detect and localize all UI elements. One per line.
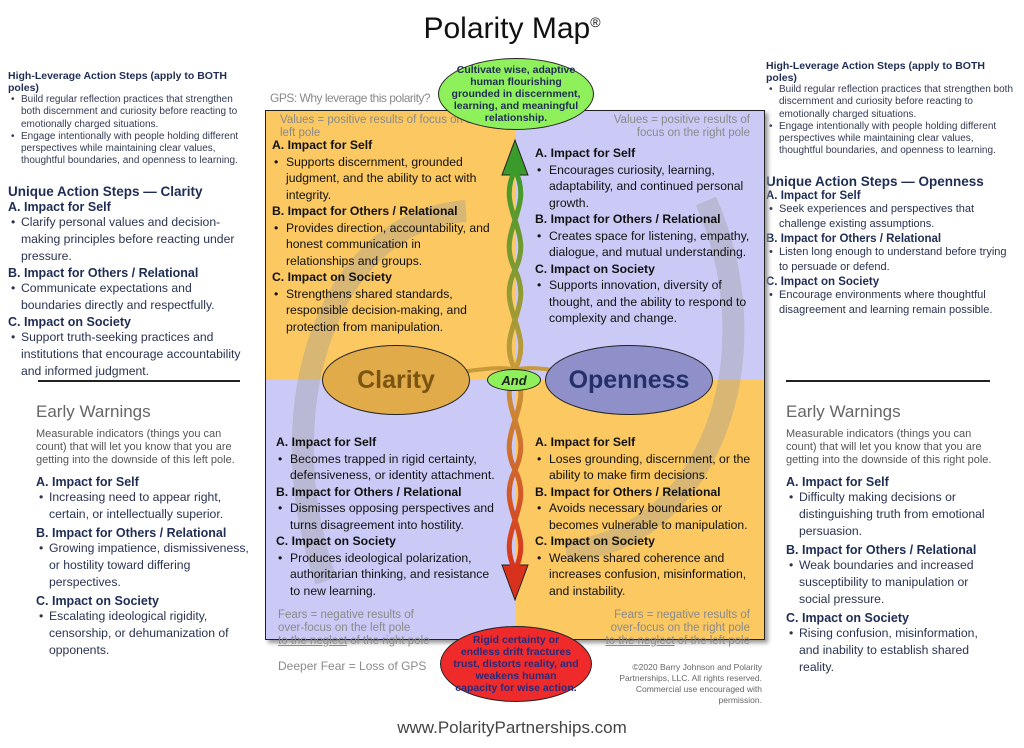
list-item: Supports innovation, diversity of though… <box>535 277 750 327</box>
section-heading: A. Impact for Self <box>36 475 139 489</box>
list-item: Becomes trapped in rigid certainty, defe… <box>276 451 501 484</box>
fears-note-text: Fears = negative results of over-focus o… <box>610 609 750 634</box>
section-heading: B. Impact for Others / Relational <box>8 265 199 280</box>
section-heading: A. Impact for Self <box>786 475 889 489</box>
list-item: Provides direction, accountability, and … <box>272 220 492 270</box>
section-heading: C. Impact on Society <box>535 261 655 276</box>
list-item: Engage intentionally with people holding… <box>8 131 253 168</box>
list-item: Escalating ideological rigidity, censors… <box>36 608 251 659</box>
deeper-fear-label: Deeper Fear = Loss of GPS <box>278 659 427 673</box>
fears-note-text: of the left pole <box>674 635 750 647</box>
top-right-content: A. Impact for Self Encourages curiosity,… <box>535 145 750 327</box>
section-heading: C. Impact on Society <box>786 611 909 625</box>
values-note: Values = positive results of focus on th… <box>613 114 750 139</box>
footer-url[interactable]: www.PolarityPartnerships.com <box>397 718 627 737</box>
gps-label: GPS: Why leverage this polarity? <box>270 91 431 105</box>
divider <box>38 380 240 382</box>
list-item: Strengthens shared standards, responsibl… <box>272 286 492 336</box>
section-heading: A. Impact for Self <box>8 199 111 214</box>
section-heading: B. Impact for Others / Relational <box>786 543 977 557</box>
section-heading: B. Impact for Others / Relational <box>36 526 227 540</box>
section-heading: C. Impact on Society <box>276 534 396 548</box>
section-heading: C. Impact on Society <box>36 594 159 608</box>
list-item: Build regular reflection practices that … <box>766 84 1016 121</box>
gps-ellipse: Cultivate wise, adaptive human flourishi… <box>438 58 594 130</box>
list-item: Weakens shared coherence and increases c… <box>535 550 755 600</box>
fears-note-underline: to the neglect <box>605 635 675 647</box>
list-item: Clarify personal values and decision-mak… <box>8 214 253 265</box>
warnings-description: Measurable indicators (things you can co… <box>786 428 992 466</box>
list-item: Encourage environments where thoughtful … <box>766 288 1016 318</box>
title-text: Polarity Map <box>423 12 591 45</box>
section-heading: C. Impact on Society <box>535 534 655 548</box>
list-item: Supports discernment, grounded judgment,… <box>272 154 492 204</box>
warnings-heading: Early Warnings <box>36 402 151 421</box>
right-pole-openness: Openness <box>545 345 713 415</box>
list-item: Communicate expectations and boundaries … <box>8 280 253 314</box>
list-item: Seek experiences and perspectives that c… <box>766 202 1016 232</box>
section-heading: A. Impact for Self <box>535 435 636 449</box>
right-action-steps: High-Leverage Action Steps (apply to BOT… <box>766 60 1016 318</box>
values-note: Values = positive results of focus on th… <box>280 114 483 139</box>
copyright: ©2020 Barry Johnson and Polarity Partner… <box>619 662 762 705</box>
section-heading: A. Impact for Self <box>272 138 373 152</box>
unique-steps-heading: Unique Action Steps — Clarity <box>8 183 203 199</box>
bottom-left-content: A. Impact for Self Becomes trapped in ri… <box>276 434 501 599</box>
section-heading: C. Impact on Society <box>272 270 392 284</box>
list-item: Produces ideological polarization, autho… <box>276 550 501 600</box>
warnings-heading: Early Warnings <box>786 402 901 421</box>
top-left-content: A. Impact for Self Supports discernment,… <box>272 137 492 335</box>
list-item: Listen long enough to understand before … <box>766 245 1016 275</box>
list-item: Creates space for listening, empathy, di… <box>535 228 750 261</box>
list-item: Dismisses opposing perspectives and turn… <box>276 500 501 533</box>
section-heading: C. Impact on Society <box>8 314 131 329</box>
fears-note: Fears = negative results of over-focus o… <box>278 609 438 648</box>
list-item: Loses grounding, discernment, or the abi… <box>535 451 755 484</box>
section-heading: B. Impact for Others / Relational <box>276 484 462 499</box>
section-heading: B. Impact for Others / Relational <box>766 232 942 245</box>
list-item: Engage intentionally with people holding… <box>766 121 1016 158</box>
registered-mark: ® <box>590 14 601 30</box>
list-item: Weak boundaries and increased susceptibi… <box>786 557 1001 608</box>
section-heading: A. Impact for Self <box>535 146 636 160</box>
list-item: Support truth-seeking practices and inst… <box>8 329 253 380</box>
section-heading: B. Impact for Others / Relational <box>535 484 721 499</box>
bottom-right-content: A. Impact for Self Loses grounding, disc… <box>535 434 755 599</box>
and-connector: And <box>487 369 541 391</box>
list-item: Increasing need to appear right, certain… <box>36 489 251 523</box>
list-item: Avoids necessary boundaries or becomes v… <box>535 500 755 533</box>
right-early-warnings: Early Warnings Measurable indicators (th… <box>786 402 1001 676</box>
section-heading: A. Impact for Self <box>276 435 377 449</box>
page-title: Polarity Map® <box>0 12 1024 46</box>
section-heading: A. Impact for Self <box>766 189 861 202</box>
section-heading: C. Impact on Society <box>766 275 880 288</box>
section-heading: B. Impact for Others / Relational <box>535 212 721 226</box>
list-item: Growing impatience, dismissiveness, or h… <box>36 540 251 591</box>
fears-note-text: of the right pole <box>347 635 430 647</box>
high-leverage-heading: High-Leverage Action Steps (apply to BOT… <box>766 60 985 84</box>
fears-note-text: Fears = negative results of over-focus o… <box>278 609 414 634</box>
left-early-warnings: Early Warnings Measurable indicators (th… <box>36 402 251 659</box>
deeper-fear-ellipse: Rigid certainty or endless drift fractur… <box>440 626 592 702</box>
section-heading: B. Impact for Others / Relational <box>272 204 458 218</box>
high-leverage-heading: High-Leverage Action Steps (apply to BOT… <box>8 70 227 94</box>
unique-steps-heading: Unique Action Steps — Openness <box>766 173 984 189</box>
left-action-steps: High-Leverage Action Steps (apply to BOT… <box>8 70 253 380</box>
left-pole-clarity: Clarity <box>322 345 470 415</box>
fears-note-underline: to the neglect <box>278 635 348 647</box>
list-item: Rising confusion, misinformation, and in… <box>786 625 1001 676</box>
divider <box>786 380 990 382</box>
list-item: Build regular reflection practices that … <box>8 94 253 131</box>
fears-note: Fears = negative results of over-focus o… <box>590 609 750 648</box>
warnings-description: Measurable indicators (things you can co… <box>36 428 235 466</box>
list-item: Difficulty making decisions or distingui… <box>786 489 1001 540</box>
list-item: Encourages curiosity, learning, adaptabi… <box>535 162 750 212</box>
